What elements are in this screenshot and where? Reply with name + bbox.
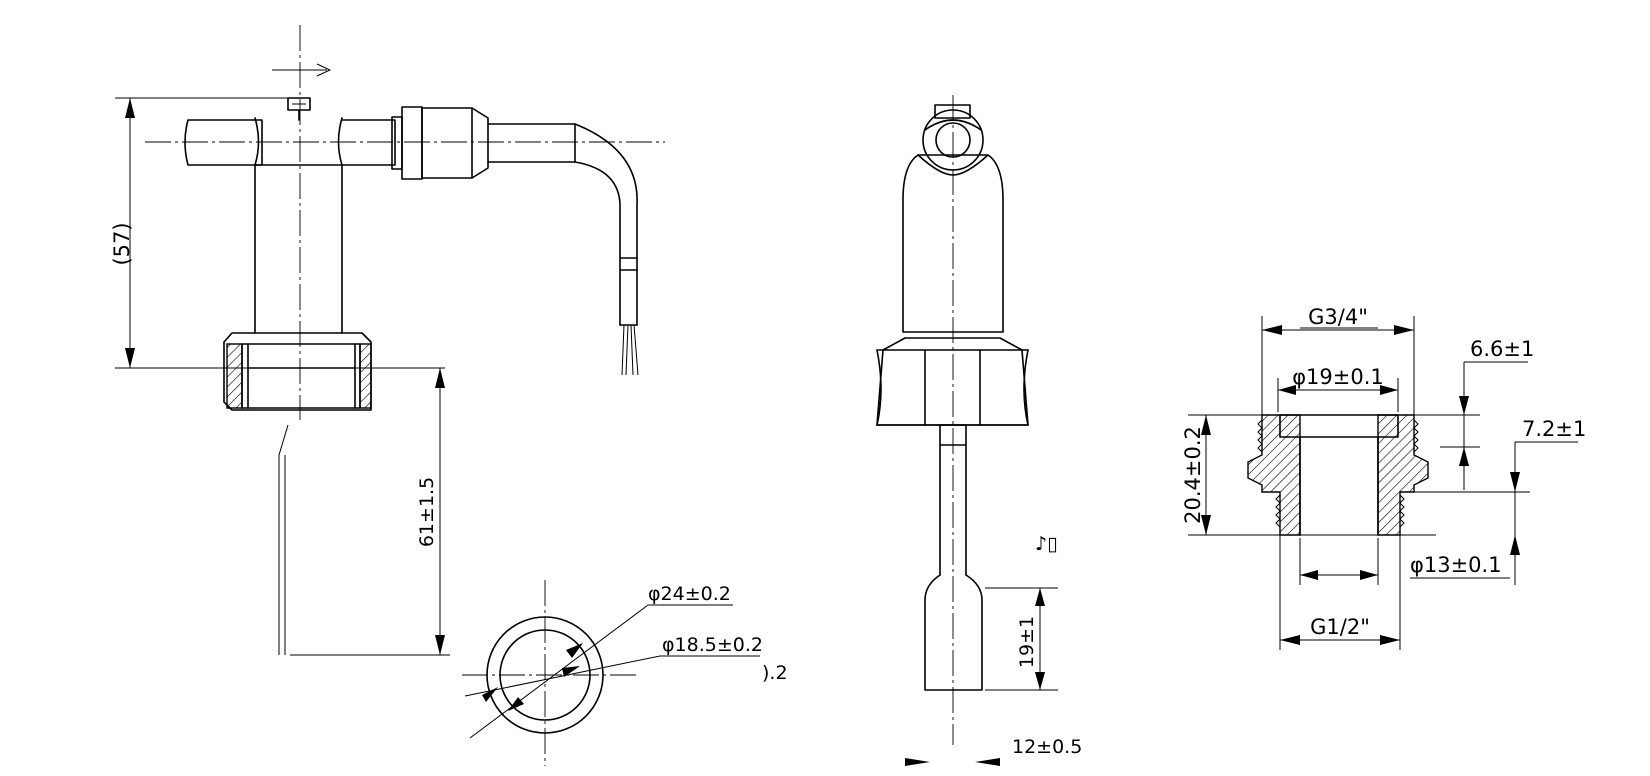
upper-height-label: 6.6±1: [1470, 337, 1534, 361]
tube-section-view: φ24±0.2 φ18.5±0.2 ).2: [462, 580, 788, 766]
fitting-section-view: G3/4" φ19±0.1 20.4±0.2 6.6±1 7.2±1 φ13±0…: [1181, 305, 1586, 650]
float-length-label: 19±1: [1016, 616, 1038, 668]
flow-direction-arrow: [272, 63, 332, 77]
lower-height-label: 7.2±1: [1522, 417, 1586, 441]
side-view: (57) 61±1.5: [110, 25, 665, 656]
height-dimension-label: (57): [110, 222, 134, 265]
bottom-thread-label: G1/2": [1310, 615, 1370, 639]
inner-diameter-label: φ18.5±0.2: [662, 634, 763, 656]
clipped-dimension-label: ).2: [762, 662, 788, 684]
top-bore-label: φ19±0.1: [1292, 365, 1384, 389]
length-dimension-label: 61±1.5: [416, 477, 438, 547]
bottom-bore-label: φ13±0.1: [1410, 553, 1502, 577]
outer-diameter-label: φ24±0.2: [648, 583, 731, 605]
stray-mark: ♪▯: [1035, 533, 1058, 555]
bottom-width-label: 12±0.5: [1012, 736, 1082, 758]
front-view: 19±1 12±0.5 ♪▯: [876, 95, 1082, 766]
top-thread-label: G3/4": [1308, 305, 1368, 329]
total-height-label: 20.4±0.2: [1181, 426, 1205, 524]
